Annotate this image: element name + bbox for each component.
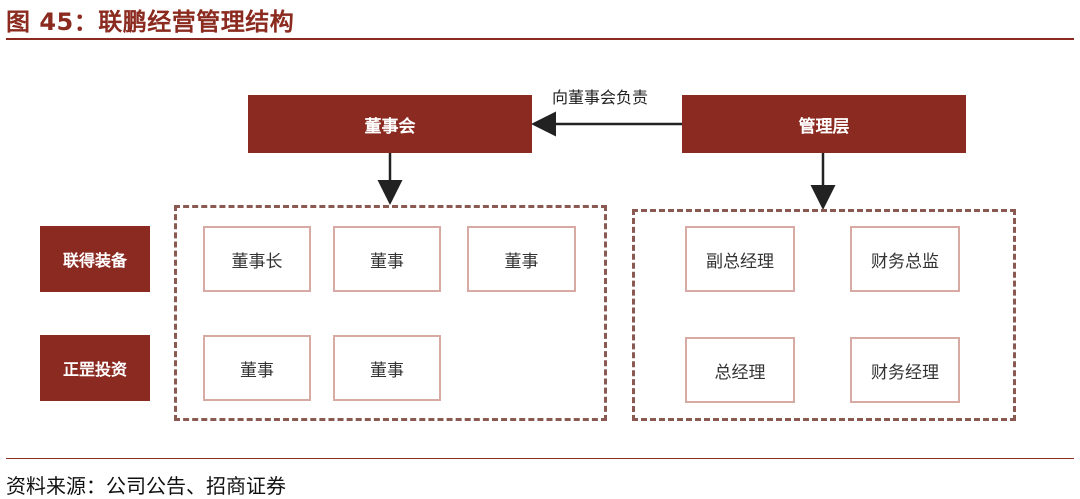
board-member-node: 董事 [467,226,576,292]
member-label: 董事 [370,360,404,381]
board-members-group [174,205,607,421]
management-node: 管理层 [682,95,966,153]
member-label: 总经理 [714,362,766,383]
member-label: 财务经理 [871,362,939,383]
shareholder-label: 联得装备 [62,251,127,270]
management-member-node: 财务总监 [850,226,960,292]
figure-title: 图 45：联鹏经营管理结构 [6,8,295,36]
footer-rule [6,458,1074,459]
member-label: 财务总监 [871,251,939,272]
shareholder-node: 联得装备 [40,226,150,292]
edge-label-report-to-board: 向董事会负责 [552,88,649,107]
shareholder-node: 正罡投资 [40,335,150,401]
management-member-node: 总经理 [685,337,795,403]
title-rule [6,38,1074,40]
source-note: 资料来源：公司公告、招商证券 [6,474,286,498]
board-member-node: 董事 [203,335,311,401]
management-member-node: 财务经理 [850,337,960,403]
member-label: 董事 [240,360,274,381]
shareholder-label: 正罡投资 [62,360,127,379]
board-node: 董事会 [248,95,532,153]
management-members-group [632,209,1016,421]
board-label: 董事会 [364,116,416,137]
member-label: 董事 [504,251,539,272]
member-label: 董事长 [231,251,283,272]
management-member-node: 副总经理 [685,226,795,292]
board-member-node: 董事 [333,335,441,401]
member-label: 副总经理 [706,251,774,272]
management-label: 管理层 [798,116,850,137]
board-member-node: 董事 [333,226,441,292]
member-label: 董事 [370,251,404,272]
board-member-node: 董事长 [203,226,311,292]
